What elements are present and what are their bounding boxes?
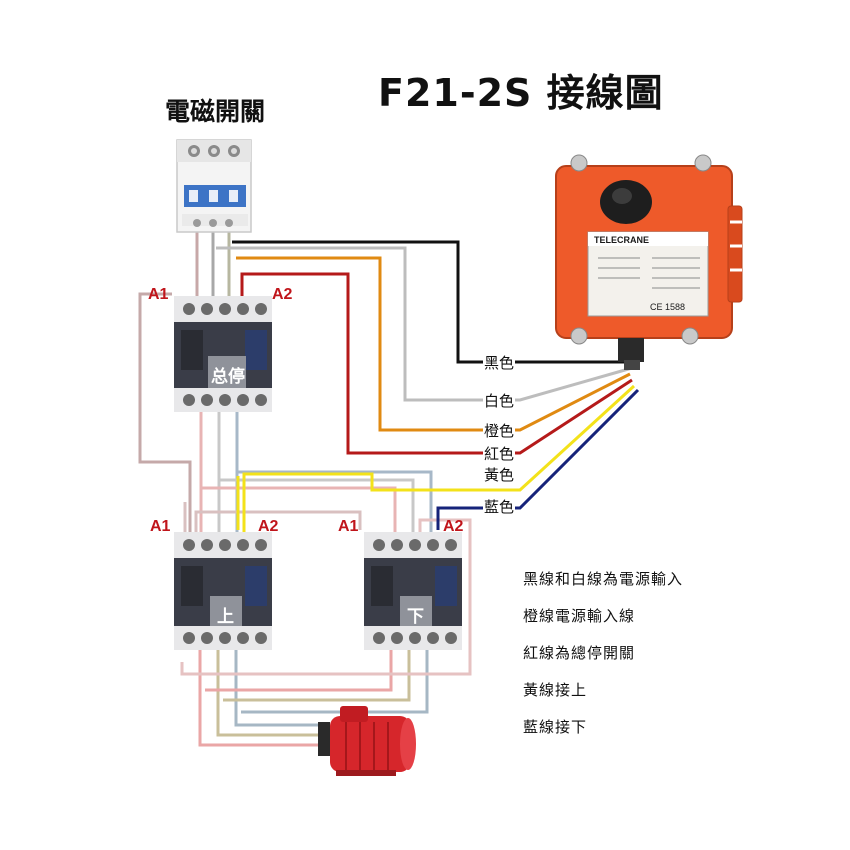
wire-black xyxy=(232,240,636,364)
up-a2-label: A2 xyxy=(258,518,279,535)
wire-orange xyxy=(236,256,631,432)
wire-label-blue: 藍色 xyxy=(483,496,516,517)
up-a1-label: A1 xyxy=(150,518,171,535)
note-item: 紅線為總停開關 xyxy=(523,644,636,662)
stop-a2-label: A2 xyxy=(272,286,293,303)
stop-plate-label: 总停 xyxy=(211,367,245,387)
note-item: 橙線電源輸入線 xyxy=(523,607,636,625)
wire-label-orange: 橙色 xyxy=(483,420,516,441)
contactor-down xyxy=(364,532,462,650)
stop-a1-label: A1 xyxy=(148,286,169,303)
contactor-stop xyxy=(174,296,272,412)
receiver-cert: CE 1588 xyxy=(650,302,685,312)
wire-label-black: 黑色 xyxy=(483,352,516,373)
circuit-breaker xyxy=(176,139,252,233)
page-title: F21-2S 接線圖 xyxy=(378,71,664,115)
wire-label-yellow: 黃色 xyxy=(483,464,516,485)
note-item: 藍線接下 xyxy=(523,718,588,736)
receiver-brand: TELECRANE xyxy=(594,235,649,245)
motor xyxy=(318,706,416,776)
up-plate-label: 上 xyxy=(217,607,234,627)
contactor-up xyxy=(174,532,272,650)
wire-yellow xyxy=(242,384,636,545)
wire-label-white: 白色 xyxy=(483,390,516,411)
down-plate-label: 下 xyxy=(407,607,424,627)
wire-red xyxy=(240,272,633,455)
breaker-title: 電磁開關 xyxy=(165,97,266,126)
control-wires xyxy=(216,240,640,545)
power-wiring xyxy=(138,232,472,747)
wire-blue xyxy=(436,388,640,530)
remote-receiver xyxy=(555,154,743,370)
note-item: 黑線和白線為電源輸入 xyxy=(523,570,684,588)
down-a2-label: A2 xyxy=(443,518,464,535)
note-item: 黃線接上 xyxy=(523,681,588,699)
down-a1-label: A1 xyxy=(338,518,359,535)
wire-white xyxy=(216,246,633,402)
wire-label-red: 紅色 xyxy=(483,443,516,464)
